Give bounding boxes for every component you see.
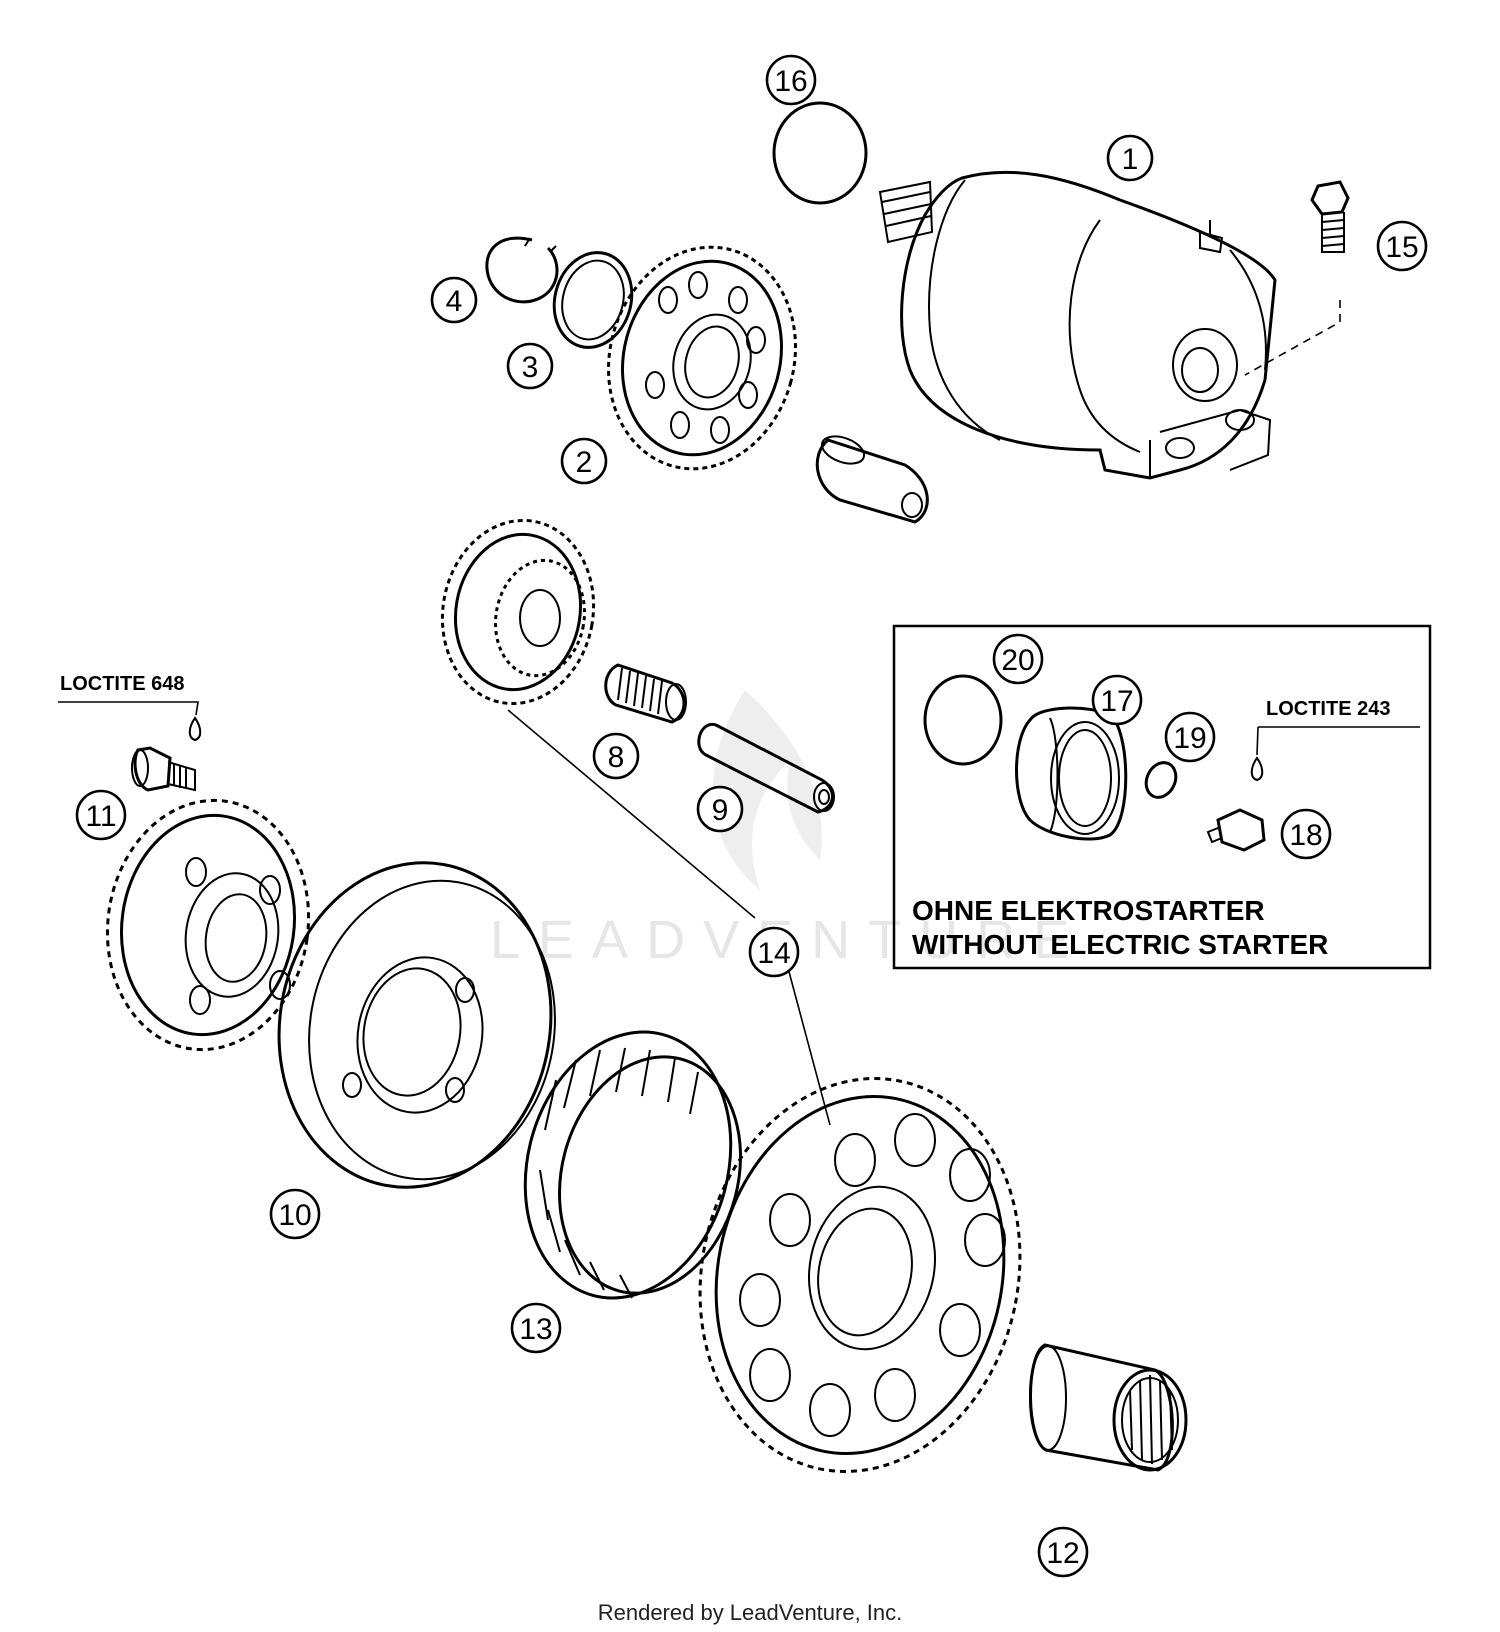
loctite-note-left: LOCTITE 648 — [58, 673, 199, 716]
svg-text:12: 12 — [1046, 1537, 1079, 1570]
gear-14 — [698, 1077, 1022, 1473]
footer-credit: Rendered by LeadVenture, Inc. — [598, 1600, 903, 1625]
callout-4: 4 — [430, 276, 478, 324]
svg-text:2: 2 — [576, 446, 593, 479]
svg-text:8: 8 — [608, 741, 625, 774]
svg-text:15: 15 — [1385, 231, 1418, 264]
svg-text:20: 20 — [1001, 644, 1034, 677]
loctite-note-right: LOCTITE 243 — [1256, 698, 1420, 756]
leader-14-b — [787, 967, 831, 1126]
sleeve — [815, 435, 929, 524]
callout-15: 15 — [1376, 220, 1428, 272]
svg-text:14: 14 — [757, 937, 790, 970]
circlip-4 — [485, 236, 559, 304]
loctite-drop-left — [188, 716, 202, 742]
inset-title-en: WITHOUT ELECTRIC STARTER — [912, 929, 1328, 960]
starter-motor-1 — [878, 170, 1277, 480]
leader-14-a — [507, 709, 756, 919]
needle-bearing-8 — [604, 663, 687, 724]
svg-text:11: 11 — [85, 800, 116, 833]
watermark-logo — [712, 690, 822, 890]
callout-20: 20 — [992, 633, 1044, 685]
callout-8: 8 — [592, 732, 640, 780]
inset-title-de: OHNE ELEKTROSTARTER — [912, 895, 1265, 926]
svg-text:3: 3 — [522, 351, 539, 384]
svg-text:19: 19 — [1173, 722, 1206, 755]
callout-13: 13 — [510, 1302, 562, 1354]
callout-17: 17 — [1091, 674, 1143, 726]
callout-18: 18 — [1280, 808, 1332, 860]
svg-text:18: 18 — [1289, 819, 1322, 852]
gear-2 — [607, 245, 797, 471]
callout-10: 10 — [269, 1188, 321, 1240]
svg-text:13: 13 — [519, 1313, 552, 1346]
loctite-label-243: LOCTITE 243 — [1266, 698, 1390, 720]
spacer-17 — [1015, 706, 1128, 841]
starter-gear-left — [105, 798, 311, 1052]
svg-text:9: 9 — [712, 794, 729, 827]
compound-gear — [440, 518, 596, 706]
callout-1: 1 — [1106, 134, 1154, 182]
callout-19: 19 — [1164, 711, 1216, 763]
needle-bearing-12 — [1029, 1343, 1188, 1472]
bolt-15 — [1244, 180, 1350, 376]
svg-text:1: 1 — [1122, 143, 1139, 176]
callout-16: 16 — [765, 54, 817, 106]
o-ring-20 — [923, 674, 1003, 766]
callout-2: 2 — [560, 437, 608, 485]
screw-18 — [1206, 808, 1266, 852]
callout-3: 3 — [506, 342, 554, 390]
callout-14: 14 — [748, 926, 800, 978]
svg-text:16: 16 — [774, 65, 807, 98]
washer-19 — [1144, 761, 1178, 799]
callout-12: 12 — [1037, 1526, 1089, 1578]
loctite-label-648: LOCTITE 648 — [60, 673, 184, 695]
shaft-9 — [697, 723, 835, 814]
o-ring-16 — [772, 101, 868, 205]
callout-11: 11 — [75, 789, 127, 841]
inset-box: OHNE ELEKTROSTARTER WITHOUT ELECTRIC STA… — [892, 624, 1432, 970]
loctite-drop-right — [1250, 756, 1264, 782]
svg-text:17: 17 — [1100, 685, 1133, 718]
washer-3 — [552, 251, 634, 349]
callout-9: 9 — [696, 785, 744, 833]
housing-10 — [277, 861, 556, 1189]
svg-text:4: 4 — [446, 285, 463, 318]
sprag-13 — [523, 1030, 742, 1300]
screw-11 — [131, 746, 196, 792]
svg-text:10: 10 — [278, 1199, 311, 1232]
